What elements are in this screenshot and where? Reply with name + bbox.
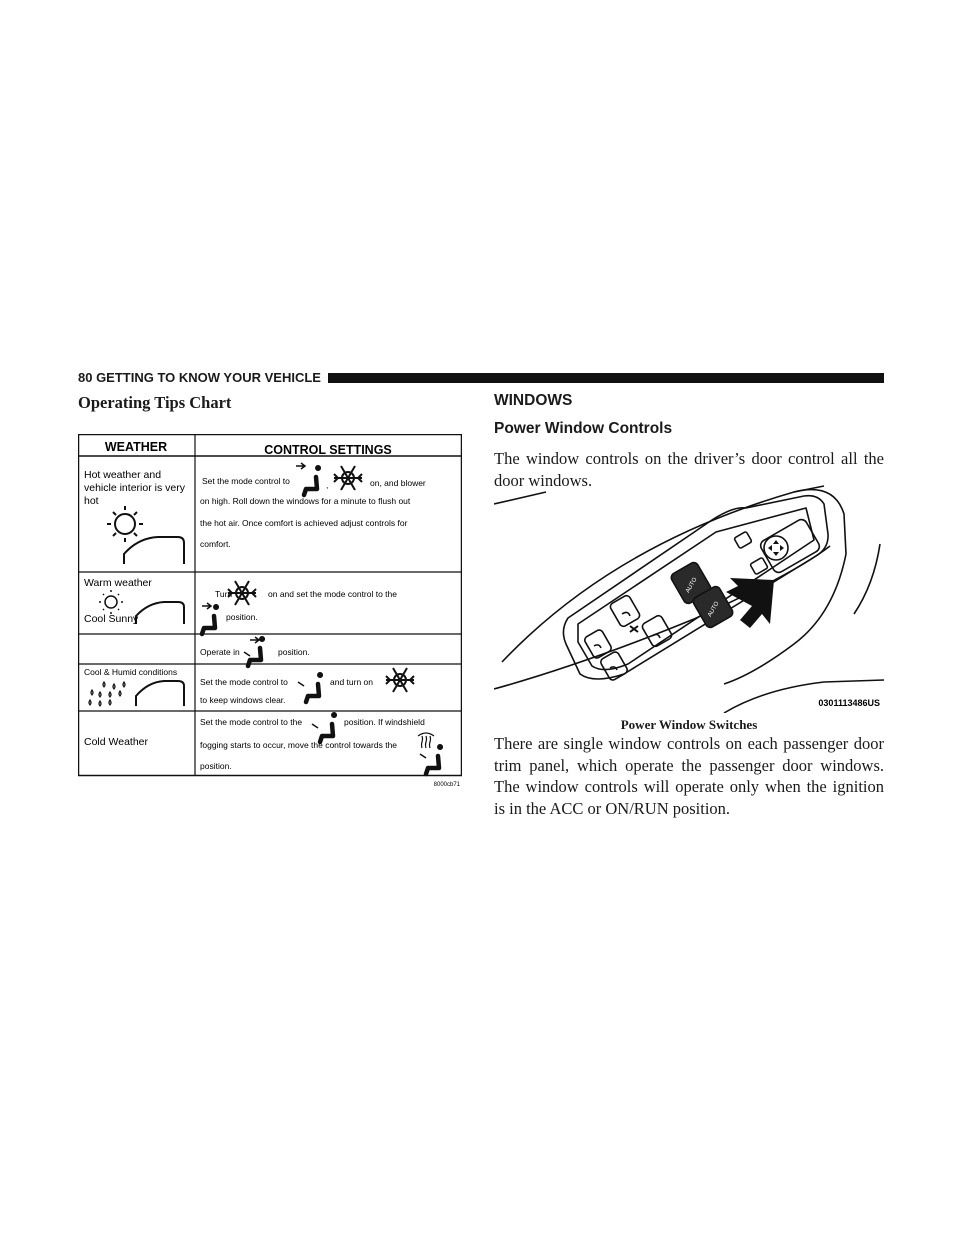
row5-control-l3: position. — [200, 761, 232, 771]
row4-control-l2: to keep windows clear. — [200, 695, 286, 705]
row3-control-a: Operate in — [200, 647, 240, 657]
defrost-icon — [417, 732, 435, 749]
operating-tips-heading: Operating Tips Chart — [78, 393, 232, 412]
row1-control-a: Set the mode control to — [202, 476, 290, 486]
floor-defrost-mode-icon — [306, 672, 323, 702]
row3-weather: Cool Sunny — [84, 613, 139, 625]
ac-snowflake-icon-2 — [227, 580, 257, 606]
row1-control-b: , — [326, 480, 328, 490]
row1-weather-l2: vehicle interior is very — [84, 482, 186, 494]
row1-control-l4: comfort. — [200, 539, 231, 549]
arrow-pointer-icon — [726, 578, 774, 628]
paragraph-passenger-controls: There are single window controls on each… — [494, 734, 884, 818]
windows-heading: WINDOWS — [494, 392, 573, 409]
chart-code: 8000cb71 — [434, 782, 461, 788]
operating-tips-chart: WEATHER CONTROL SETTINGS Hot weather and… — [77, 433, 463, 790]
row2-control-a: Turn — [215, 589, 232, 599]
row5-control-l2: fogging starts to occur, move the contro… — [200, 740, 397, 750]
row5-control-b: position. If windshield — [344, 717, 425, 727]
row2-control-b: on and set the mode control to the — [268, 589, 397, 599]
paragraph-driver-controls: The window controls on the driver’s door… — [494, 449, 884, 490]
row4-control-a: Set the mode control to — [200, 677, 288, 687]
page-number-title: 80 GETTING TO KNOW YOUR VEHICLE — [78, 370, 321, 385]
small-sun-icon — [99, 590, 123, 614]
row5-weather: Cold Weather — [84, 736, 149, 748]
row3-control-b: position. — [278, 647, 310, 657]
ac-snowflake-icon-3 — [385, 667, 415, 693]
page-header: 80 GETTING TO KNOW YOUR VEHICLE — [78, 370, 884, 386]
row2-control-c: position. — [226, 612, 258, 622]
panel-mode-icon-2 — [202, 604, 219, 634]
raindrops-icon — [88, 680, 126, 707]
row1-weather-l3: hot — [84, 495, 99, 507]
row2-weather: Warm weather — [84, 577, 152, 589]
figure-caption: Power Window Switches — [620, 717, 758, 732]
floor-mode-icon — [320, 712, 337, 742]
ac-snowflake-icon — [333, 465, 363, 491]
panel-mode-icon — [304, 465, 321, 495]
power-window-switches-figure: AUTO AUTO 0301113486US — [493, 484, 885, 714]
car-window-icon-2 — [135, 601, 185, 624]
power-window-controls-heading: Power Window Controls — [494, 420, 673, 437]
figure-code: 0301113486US — [818, 698, 880, 708]
car-window-icon-3 — [135, 680, 185, 706]
header-rule — [328, 373, 884, 383]
floor-defrost-mode-icon-2 — [426, 744, 443, 774]
row5-control-a: Set the mode control to the — [200, 717, 302, 727]
row4-weather: Cool & Humid conditions — [84, 667, 177, 677]
row1-control-c: on, and blower — [370, 478, 426, 488]
row1-control-l2: on high. Roll down the windows for a min… — [200, 496, 411, 506]
row1-control-l3: the hot air. Once comfort is achieved ad… — [200, 518, 408, 528]
col-weather-header: WEATHER — [105, 440, 167, 454]
row1-weather-l1: Hot weather and — [84, 469, 161, 481]
col-control-header: CONTROL SETTINGS — [264, 443, 392, 457]
car-window-icon — [123, 536, 185, 564]
row4-control-b: and turn on — [330, 677, 373, 687]
sun-icon — [107, 506, 143, 542]
